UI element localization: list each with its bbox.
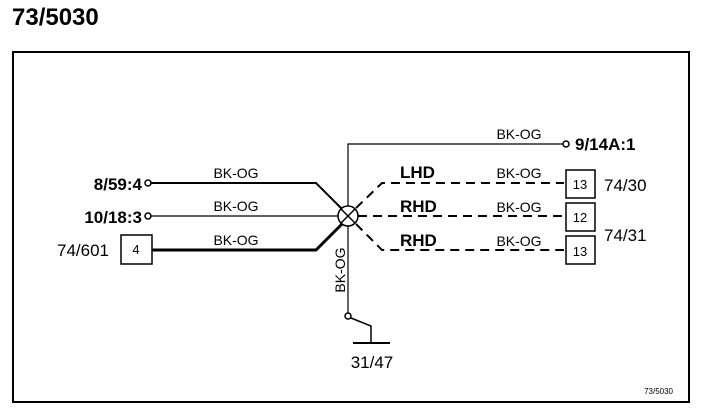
connector-label-74-31: 74/31 bbox=[604, 226, 647, 245]
variant-label: RHD bbox=[400, 231, 437, 250]
wire-color-label: BK-OG bbox=[213, 232, 258, 248]
splice-node bbox=[337, 205, 359, 227]
terminal-9-14a-1 bbox=[562, 140, 570, 148]
left-wire-2: 10/18:3 BK-OG bbox=[84, 198, 338, 227]
wire-8-59-4 bbox=[151, 182, 343, 210]
connector-label-74-30: 74/30 bbox=[604, 176, 647, 195]
right-wire-lhd: LHD BK-OG 13 bbox=[355, 163, 596, 209]
splice-cross-b bbox=[340, 208, 356, 224]
pin-number: 13 bbox=[573, 177, 587, 192]
diagram-title: 73/5030 bbox=[12, 4, 99, 31]
wire-color-label: BK-OG bbox=[213, 165, 258, 181]
pin-number: 12 bbox=[573, 210, 587, 225]
wire-color-label: BK-OG bbox=[213, 198, 258, 214]
ground-terminal bbox=[344, 312, 352, 320]
wire-color-label: BK-OG bbox=[496, 126, 541, 142]
wire-9-14a-1 bbox=[347, 143, 563, 210]
wire-color-label: BK-OG bbox=[496, 199, 541, 215]
pin-number: 13 bbox=[573, 244, 587, 259]
terminal-label: 9/14A:1 bbox=[575, 135, 635, 154]
wire-color-label: BK-OG bbox=[496, 233, 541, 249]
ground-label: 31/47 bbox=[351, 353, 394, 372]
pin-box-74-601 bbox=[120, 234, 153, 265]
left-wire-1: 8/59:4 BK-OG bbox=[94, 165, 343, 210]
wire-color-label: BK-OG bbox=[332, 247, 348, 292]
wire-color-label: BK-OG bbox=[496, 165, 541, 181]
diagram-frame bbox=[12, 51, 690, 403]
footer-reference: 73/5030 bbox=[644, 387, 673, 396]
top-right-wire: 9/14A:1 BK-OG bbox=[347, 126, 635, 210]
wire-rhd-13 bbox=[355, 223, 564, 251]
pin-box bbox=[565, 235, 596, 265]
wire-lhd-13 bbox=[355, 182, 564, 209]
terminal-10-18-3 bbox=[144, 212, 152, 220]
connector-label: 74/601 bbox=[57, 241, 109, 260]
terminal-label: 8/59:4 bbox=[94, 175, 143, 194]
variant-label: RHD bbox=[400, 197, 437, 216]
right-wire-rhd-2: RHD BK-OG 13 bbox=[355, 223, 596, 265]
ground-switch-lead bbox=[350, 317, 372, 343]
pin-box bbox=[565, 202, 596, 232]
terminal-8-59-4 bbox=[144, 179, 152, 187]
pin-box bbox=[565, 169, 596, 199]
right-wire-rhd-1: RHD BK-OG 12 bbox=[358, 197, 596, 232]
left-wire-3: 4 74/601 BK-OG bbox=[57, 222, 344, 265]
variant-label: LHD bbox=[400, 163, 435, 182]
terminal-label: 10/18:3 bbox=[84, 208, 142, 227]
wire-74-601 bbox=[152, 222, 344, 252]
ground-wire: BK-OG 31/47 bbox=[332, 226, 393, 372]
pin-number: 4 bbox=[132, 242, 139, 257]
